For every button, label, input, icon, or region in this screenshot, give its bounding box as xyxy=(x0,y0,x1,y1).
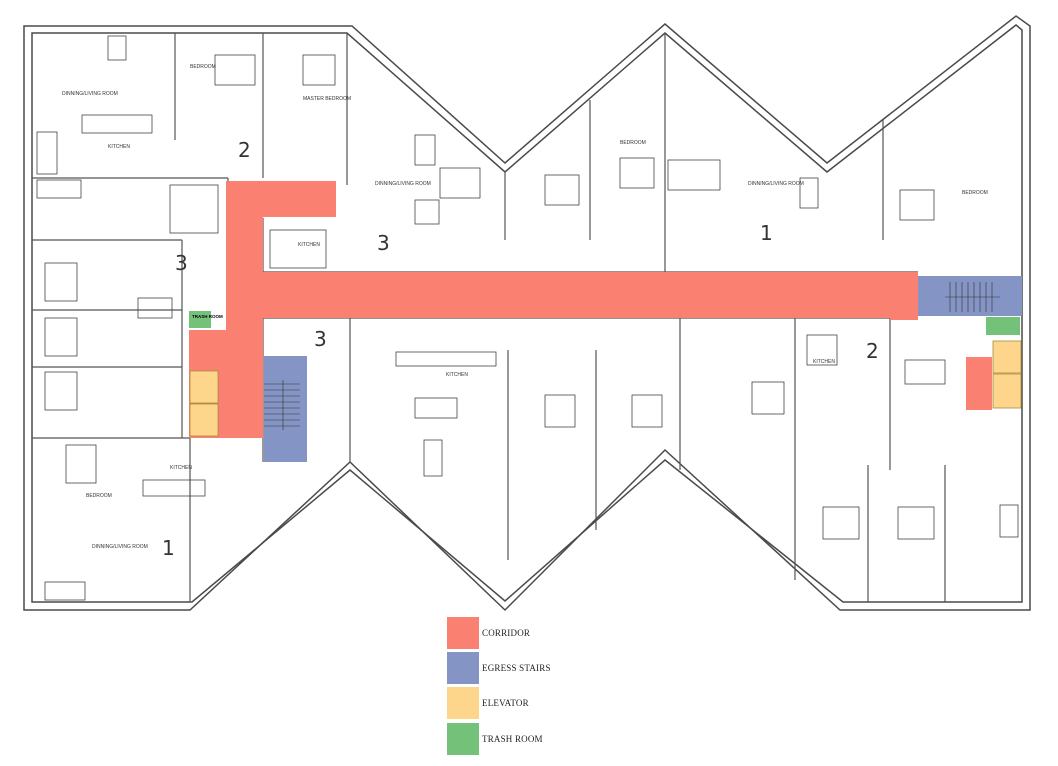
egress-stairs-right xyxy=(918,276,1022,316)
legend-label-corridor: CORRIDOR xyxy=(482,628,531,638)
unit-numbers: 1 2 3 3 3 1 2 xyxy=(162,138,879,560)
legend-swatch-egress-stairs xyxy=(447,652,479,684)
unit-number-2-east: 2 xyxy=(866,339,879,363)
room-label-dining-n: DINNING/LIVING ROOM xyxy=(375,181,431,187)
tables xyxy=(36,131,946,497)
room-label-bedroom-n1: BEDROOM xyxy=(190,64,216,70)
legend-label-egress-stairs: EGRESS STAIRS xyxy=(482,663,551,673)
unit-number-3-west: 3 xyxy=(175,251,188,275)
kitchen-counters xyxy=(81,114,838,366)
room-label-dining-nw: DINNING/LIVING ROOM xyxy=(62,91,118,97)
beds xyxy=(44,54,935,540)
elevators-left xyxy=(189,370,219,437)
unit-number-2-north: 2 xyxy=(238,138,251,162)
legend-swatch-corridor xyxy=(447,617,479,649)
room-label-bedroom-ne: BEDROOM xyxy=(962,190,988,196)
legend-item-egress-stairs: EGRESS STAIRS xyxy=(447,651,551,685)
legend-label-trash-room: TRASH ROOM xyxy=(482,734,543,744)
exterior-walls xyxy=(23,15,1031,612)
legend-label-elevator: ELEVATOR xyxy=(482,698,529,708)
legend-item-trash-room: TRASH ROOM xyxy=(447,722,543,756)
egress-stairs-left xyxy=(264,356,307,462)
unit-number-1-east: 1 xyxy=(760,221,773,245)
room-label-bedroom-n2: BEDROOM xyxy=(620,140,646,146)
room-labels: DINNING/LIVING ROOM BEDROOM MASTER BEDRO… xyxy=(62,64,988,550)
elevators-right xyxy=(992,340,1022,409)
unit-number-3-center: 3 xyxy=(314,327,327,351)
trash-room-left: TRASH ROOM xyxy=(189,311,223,328)
room-label-bedroom-sw: BEDROOM xyxy=(86,493,112,499)
trash-room-label-left: TRASH ROOM xyxy=(192,314,223,319)
room-label-kitchen-n: KITCHEN xyxy=(298,242,320,248)
room-label-master-n: MASTER BEDROOM xyxy=(303,96,351,102)
legend-swatch-elevator xyxy=(447,687,479,719)
unit-number-1-southwest: 1 xyxy=(162,536,175,560)
trash-room-right xyxy=(986,317,1020,335)
room-label-dining-ne: DINNING/LIVING ROOM xyxy=(748,181,804,187)
legend-item-corridor: CORRIDOR xyxy=(447,616,530,650)
sofas xyxy=(36,35,1019,601)
room-label-dining-sw: DINNING/LIVING ROOM xyxy=(92,544,148,550)
unit-number-3-center-north: 3 xyxy=(377,231,390,255)
room-label-kitchen-nw: KITCHEN xyxy=(108,144,130,150)
room-label-kitchen-s: KITCHEN xyxy=(446,372,468,378)
floor-plan: TRASH ROOM xyxy=(23,15,1031,612)
legend-item-elevator: ELEVATOR xyxy=(447,686,529,720)
legend-swatch-trash-room xyxy=(447,723,479,755)
room-label-kitchen-sw: KITCHEN xyxy=(170,465,192,471)
corridor xyxy=(189,181,992,438)
room-label-kitchen-se: KITCHEN xyxy=(813,359,835,365)
